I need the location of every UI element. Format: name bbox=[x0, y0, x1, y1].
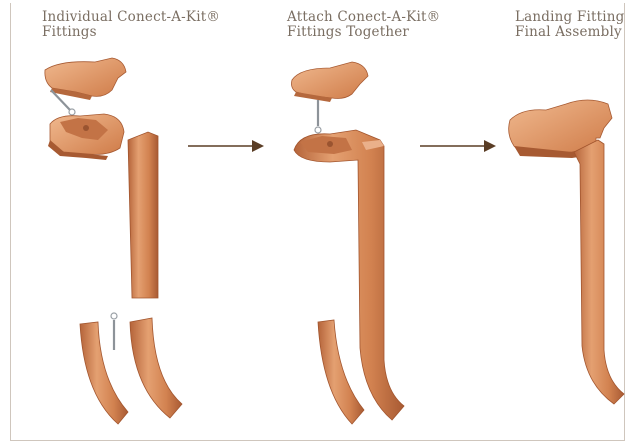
step-1-parts bbox=[45, 58, 182, 424]
step-2-curved-piece bbox=[318, 320, 364, 424]
step-3-final-assembly bbox=[509, 100, 624, 404]
step-1-curved-piece-left bbox=[80, 322, 128, 424]
step-1-bottom-bolt-icon bbox=[111, 313, 117, 350]
step-2-cap-fitting bbox=[292, 62, 369, 99]
right-arrow-icon-2 bbox=[420, 140, 496, 152]
step-3-post bbox=[574, 140, 624, 404]
right-arrow-icon-1 bbox=[188, 140, 264, 152]
step-2-parts bbox=[292, 62, 405, 424]
step-1-curved-piece-right bbox=[130, 318, 182, 418]
step-2-post-assembly bbox=[294, 130, 404, 420]
step-2-bolt-icon bbox=[315, 100, 321, 133]
step-1-straight-post bbox=[128, 132, 158, 298]
